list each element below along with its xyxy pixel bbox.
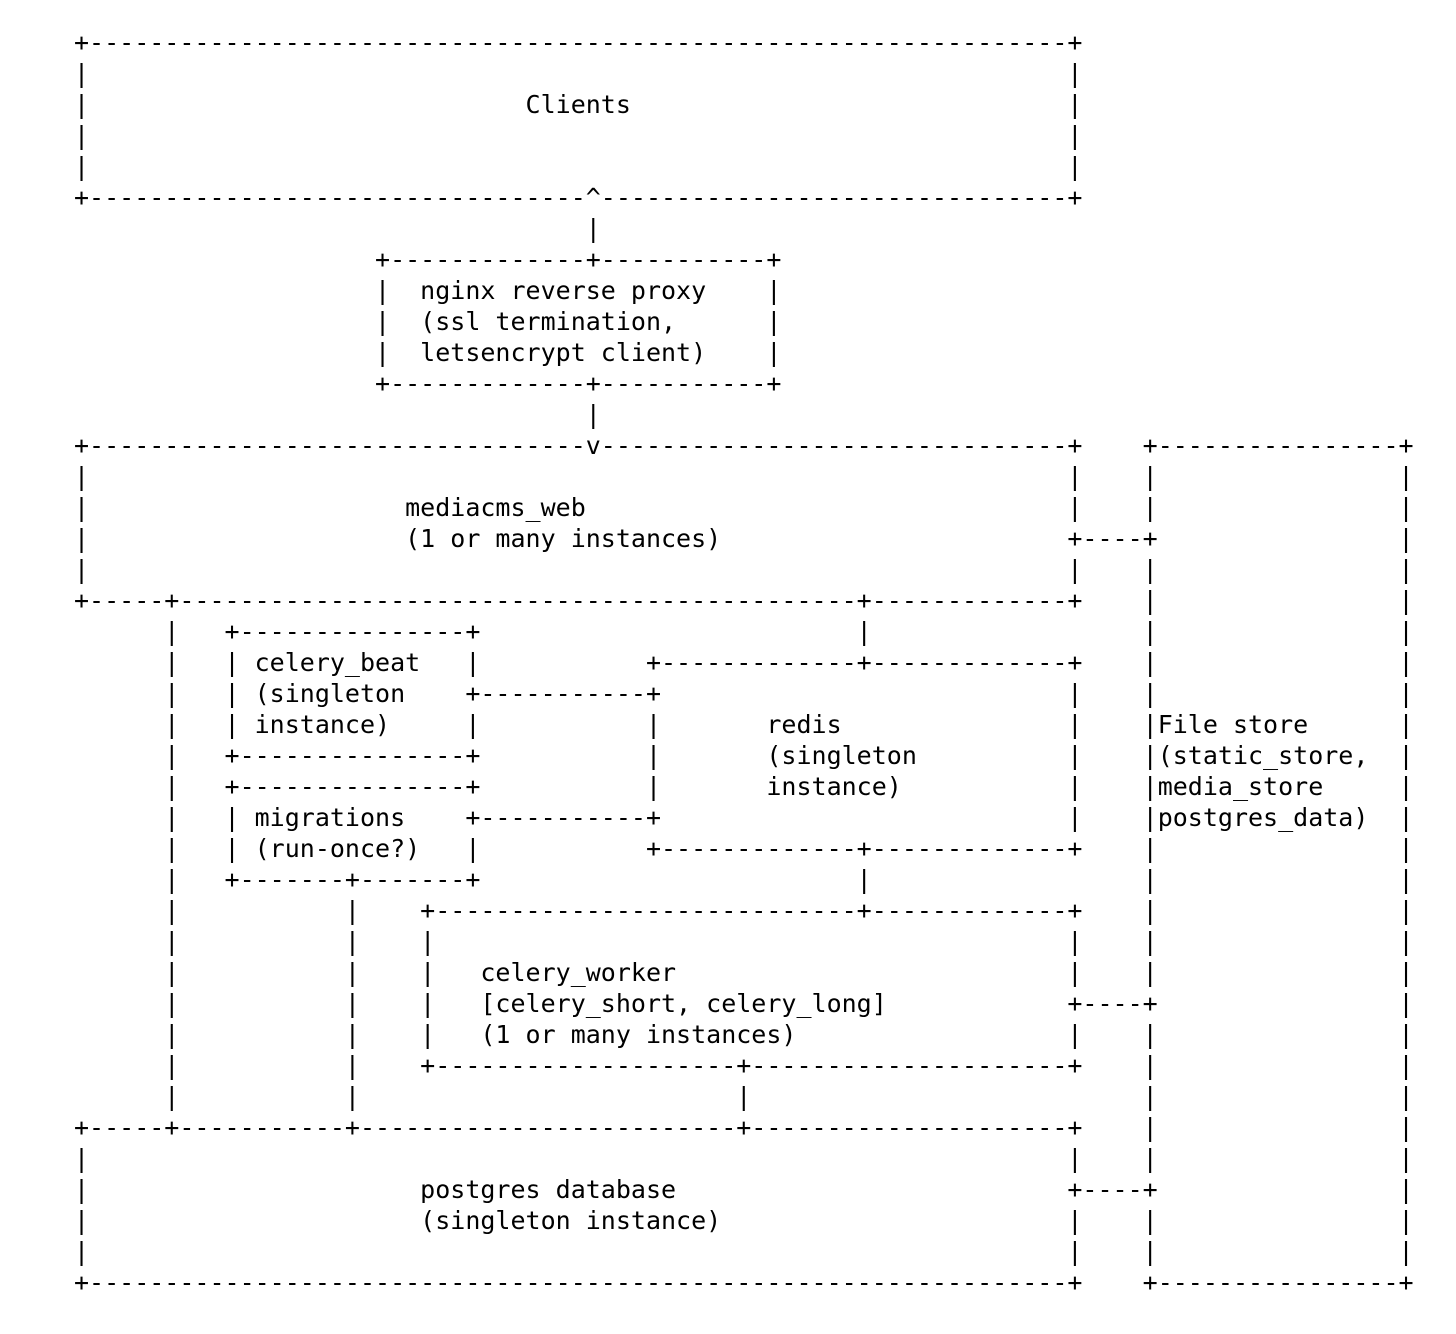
- diagram-line: | +---------------+ | | |: [74, 617, 1414, 646]
- diagram-line-mediacms-label: | (1 or many instances) +----+ |: [74, 524, 1414, 553]
- diagram-line-redis-label: | +---------------+ | instance) | |media…: [74, 772, 1414, 801]
- diagram-line: | |: [74, 59, 1083, 88]
- diagram-line: | |: [74, 121, 1083, 150]
- diagram-line: | | | |: [74, 462, 1414, 491]
- diagram-line-celery-beat-label: | | celery_beat | +-------------+-------…: [74, 648, 1414, 677]
- diagram-line-postgres-label: | (singleton instance) | | |: [74, 1206, 1414, 1235]
- ascii-architecture-diagram: +---------------------------------------…: [74, 28, 1414, 1297]
- diagram-line-nginx-label: | nginx reverse proxy |: [74, 276, 782, 305]
- diagram-line-redis-label: | +---------------+ | (singleton | |(sta…: [74, 741, 1414, 770]
- diagram-line-celery-beat-label: | | (singleton +-----------+ | | |: [74, 679, 1414, 708]
- diagram-line: +---------------------------------^-----…: [74, 183, 1083, 212]
- diagram-line-migrations-label: | | migrations +-----------+ | |postgres…: [74, 803, 1414, 832]
- diagram-line: |: [74, 400, 601, 429]
- diagram-line: | | | |: [74, 1144, 1414, 1173]
- diagram-line: | +-------+-------+ | | |: [74, 865, 1414, 894]
- diagram-line-celery-worker-label: | | | [celery_short, celery_long] +----+…: [74, 989, 1414, 1018]
- diagram-line: +-------------+-----------+: [74, 245, 782, 274]
- diagram-line: | | | |: [74, 555, 1414, 584]
- diagram-line: +---------------------------------------…: [74, 28, 1083, 57]
- diagram-line-nginx-label: | (ssl termination, |: [74, 307, 782, 336]
- diagram-line: +---------------------------------------…: [74, 1268, 1414, 1297]
- diagram-line: | | | | | |: [74, 927, 1414, 956]
- diagram-line: | | | | |: [74, 1082, 1414, 1111]
- diagram-line-redis-label: | | instance) | | redis | |File store |: [74, 710, 1414, 739]
- diagram-line: | |: [74, 152, 1083, 181]
- diagram-line: |: [74, 214, 601, 243]
- diagram-line: | | | |: [74, 1237, 1414, 1266]
- diagram-line-migrations-label: | | (run-once?) | +-------------+-------…: [74, 834, 1414, 863]
- diagram-line-celery-worker-label: | | | celery_worker | | |: [74, 958, 1414, 987]
- diagram-line-celery-worker-label: | | | (1 or many instances) | | |: [74, 1020, 1414, 1049]
- diagram-line: +-----+---------------------------------…: [74, 586, 1414, 615]
- diagram-line: +---------------------------------v-----…: [74, 431, 1414, 460]
- diagram-line: +-----+-----------+---------------------…: [74, 1113, 1414, 1142]
- diagram-line-clients-label: | Clients |: [74, 90, 1083, 119]
- diagram-line: +-------------+-----------+: [74, 369, 782, 398]
- diagram-line: | | +--------------------+--------------…: [74, 1051, 1414, 1080]
- diagram-line-nginx-label: | letsencrypt client) |: [74, 338, 782, 367]
- diagram-line-postgres-label: | postgres database +----+ |: [74, 1175, 1414, 1204]
- diagram-line: | | +----------------------------+------…: [74, 896, 1414, 925]
- diagram-line-mediacms-label: | mediacms_web | | |: [74, 493, 1414, 522]
